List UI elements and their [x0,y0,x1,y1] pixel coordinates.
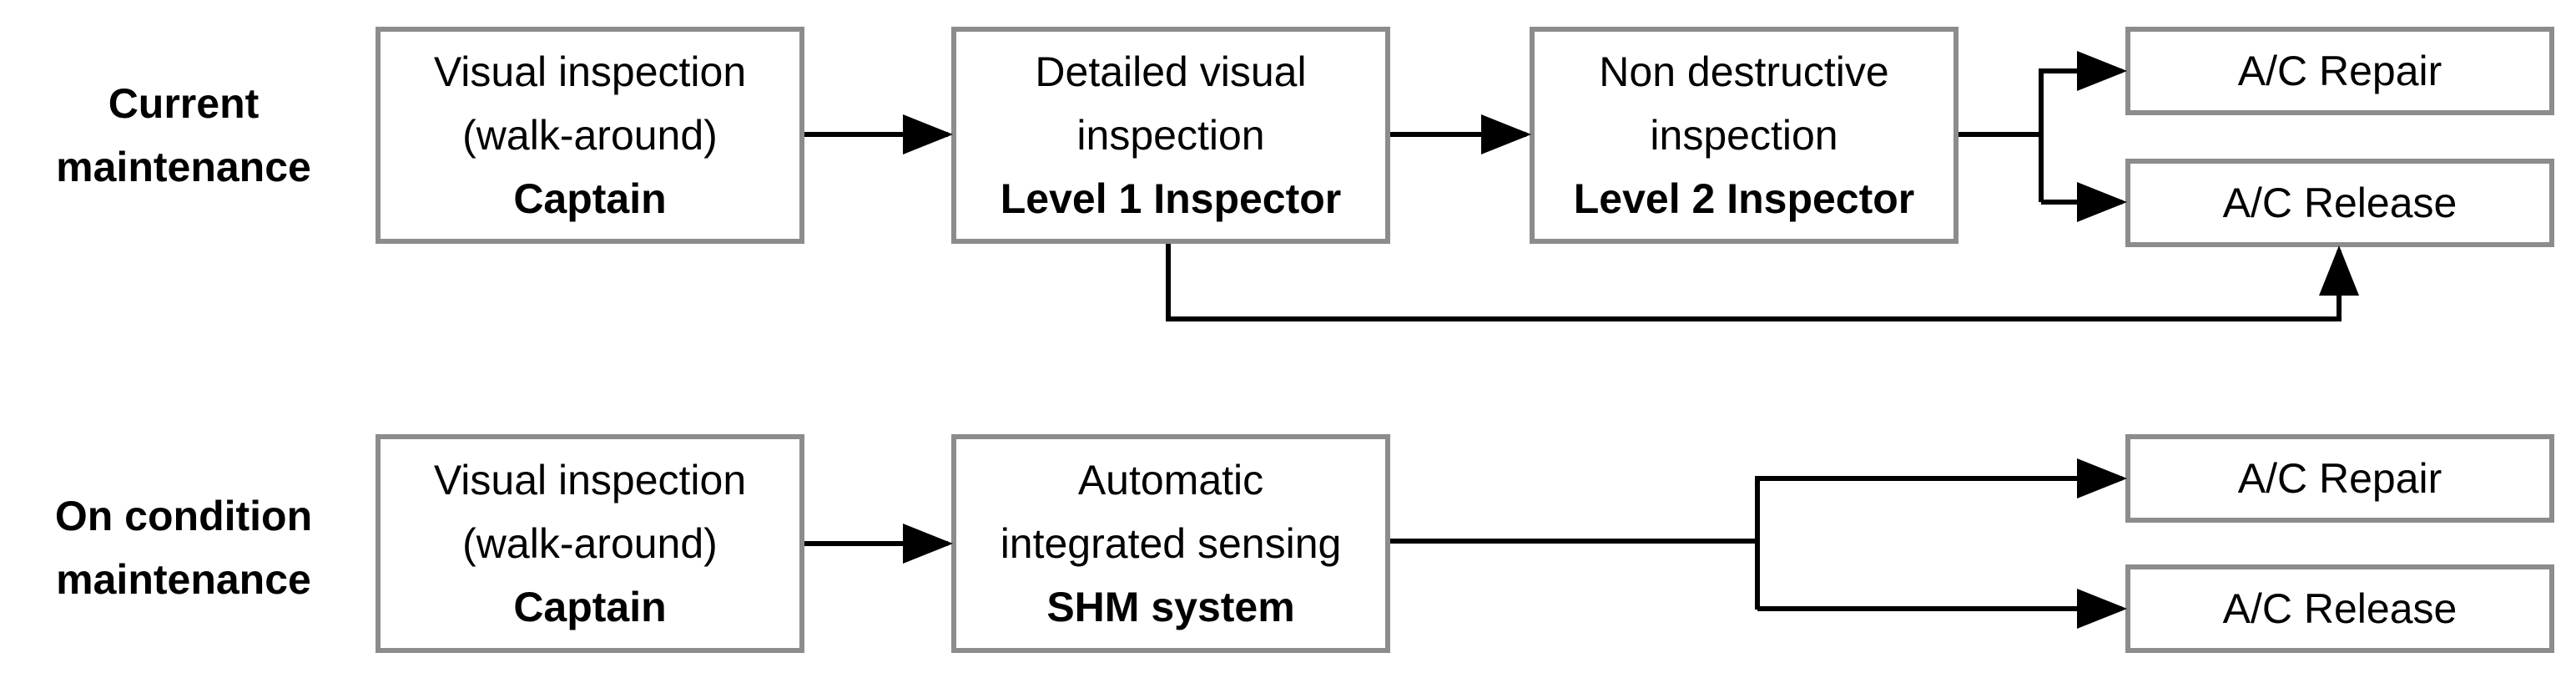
box-line: (walk-around) [462,520,718,567]
row-label-line: maintenance [56,144,311,190]
box-role: Level 2 Inspector [1573,175,1915,222]
box-line: A/C Repair [2237,455,2442,502]
box-line: A/C Repair [2237,48,2442,94]
box-line: (walk-around) [462,112,718,159]
row-label-on-condition-maintenance: On condition maintenance [0,484,367,611]
row-label-line: maintenance [56,556,311,603]
box-role: Level 1 Inspector [1000,175,1342,222]
box-line: inspection [1650,112,1838,159]
box-line: A/C Release [2222,585,2458,632]
box-ac-repair: A/C Repair [2125,434,2554,523]
box-ac-release: A/C Release [2125,564,2554,653]
box-visual-inspection-captain: Visual inspection (walk-around) Captain [376,434,804,653]
arrow-level1-to-ac-release [1166,244,2359,321]
box-non-destructive-inspection: Non destructive inspection Level 2 Inspe… [1530,27,1958,244]
box-ac-repair: A/C Repair [2125,27,2554,115]
box-line: Non destructive [1599,48,1889,95]
box-line: Automatic [1077,457,1264,503]
box-line: inspection [1076,112,1265,159]
box-ac-release: A/C Release [2125,159,2554,247]
box-detailed-visual-inspection: Detailed visual inspection Level 1 Inspe… [951,27,1390,244]
row-label-line: Current [108,80,260,127]
box-automatic-integrated-sensing: Automatic integrated sensing SHM system [951,434,1390,653]
box-line: Detailed visual [1035,48,1307,95]
box-visual-inspection-captain: Visual inspection (walk-around) Captain [376,27,804,244]
box-role: SHM system [1046,584,1295,630]
box-role: Captain [513,584,667,630]
box-line: Visual inspection [433,457,747,503]
box-line: Visual inspection [433,48,747,95]
row-label-current-maintenance: Current maintenance [0,72,367,199]
box-line: A/C Release [2222,180,2458,226]
box-line: integrated sensing [1000,520,1342,567]
box-role: Captain [513,175,667,222]
row-label-line: On condition [54,493,313,539]
